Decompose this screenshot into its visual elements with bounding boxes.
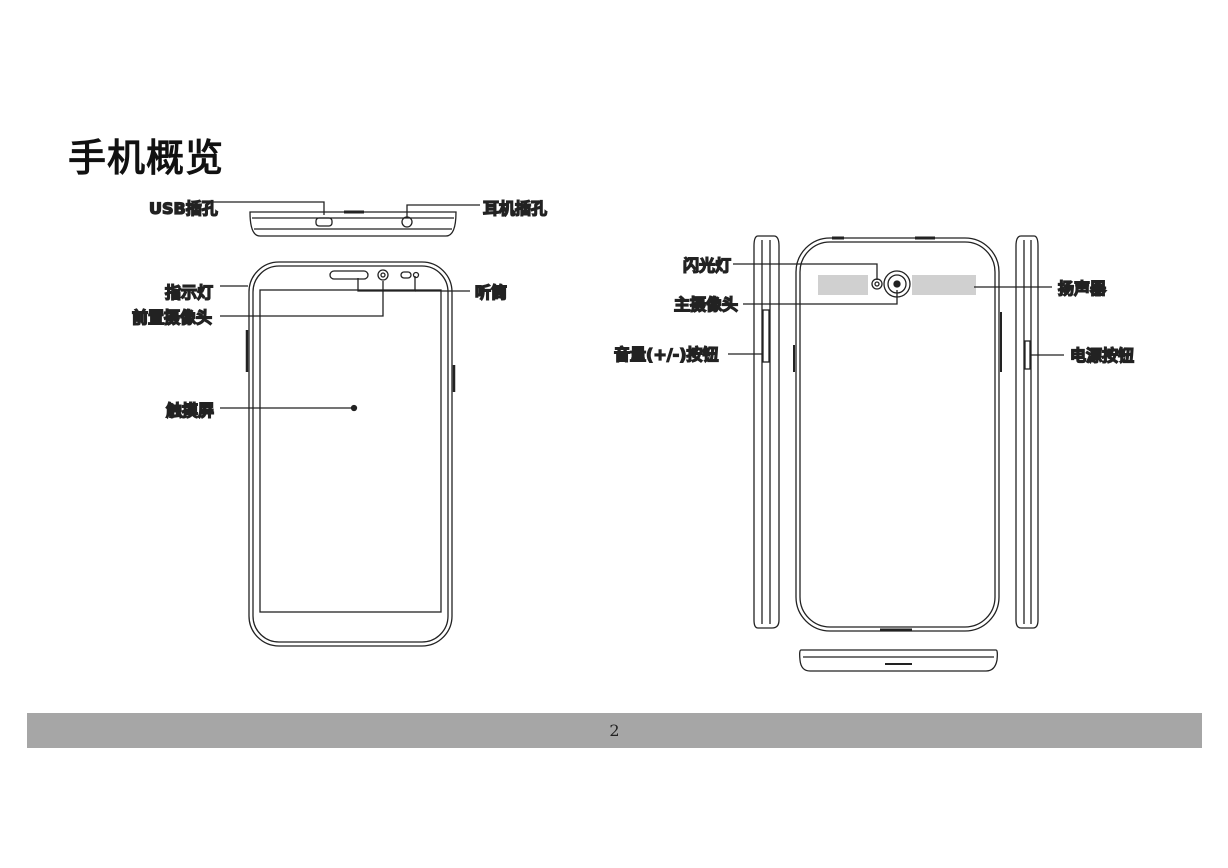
callout-lines xyxy=(210,201,1064,409)
volume-button-label: 音量(+/-)按钮 xyxy=(614,345,719,364)
flash-label: 闪光灯 xyxy=(683,256,731,275)
footer-bar: 2 xyxy=(27,713,1202,748)
phone-right-side-view xyxy=(1015,235,1039,629)
main-camera-label: 主摄像头 xyxy=(674,295,738,314)
front-camera-label: 前置摄像头 xyxy=(132,308,212,327)
speaker-grille-right xyxy=(912,275,976,295)
phone-front-view xyxy=(245,261,456,647)
speaker-grille-left xyxy=(818,275,868,295)
phone-bottom-edge-view xyxy=(799,649,998,672)
phone-back-view xyxy=(793,236,1002,632)
touchscreen-label: 触摸屏 xyxy=(165,401,214,420)
earpiece-label: 听筒 xyxy=(475,283,507,302)
phone-left-side-view xyxy=(753,235,780,629)
power-button-label: 电源按钮 xyxy=(1070,346,1134,365)
page-number: 2 xyxy=(609,721,620,740)
indicator-light-label: 指示灯 xyxy=(165,283,213,302)
headphone-jack-label: 耳机插孔 xyxy=(483,199,547,218)
speaker-label: 扬声器 xyxy=(1058,279,1107,298)
earpiece-slot xyxy=(329,270,369,280)
page-title: 手机概览 xyxy=(68,136,225,180)
usb-port-label: USB插孔 xyxy=(149,199,218,218)
front-camera-lens xyxy=(377,269,389,281)
phone-top-edge-view xyxy=(249,210,457,237)
